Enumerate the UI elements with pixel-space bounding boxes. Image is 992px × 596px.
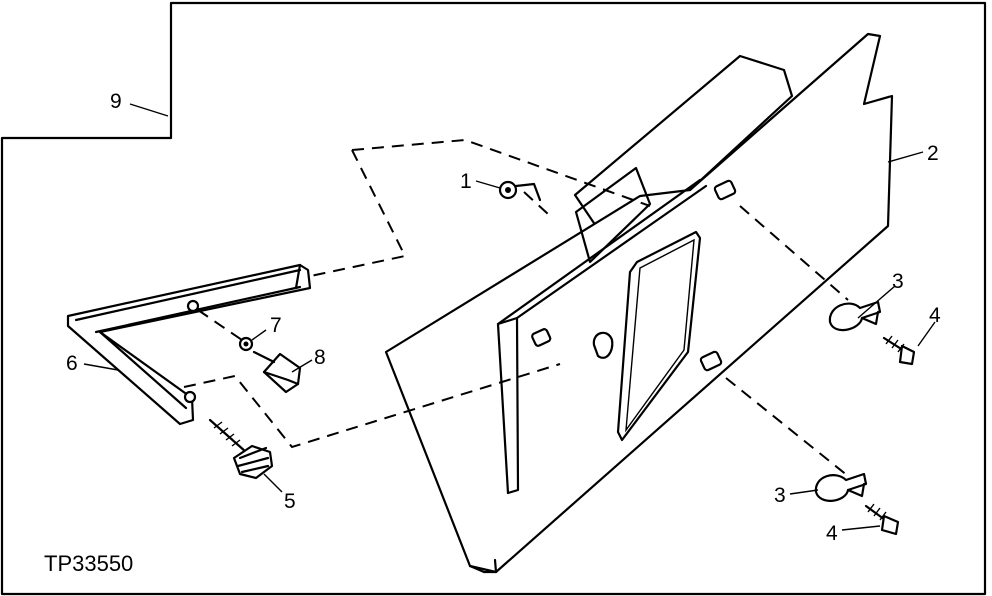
panel-stud-left bbox=[531, 328, 552, 347]
callout-1: 1 bbox=[460, 170, 472, 193]
figure-code: TP33550 bbox=[44, 551, 133, 576]
clip-item-3-lower bbox=[814, 472, 868, 502]
washer-item-7 bbox=[197, 309, 254, 352]
phantom-line-stud-upper bbox=[739, 205, 849, 301]
panel-stud-lower bbox=[699, 350, 723, 372]
callout-5: 5 bbox=[284, 490, 296, 513]
callout-4-lower: 4 bbox=[826, 522, 838, 545]
phantom-line-stud-lower bbox=[725, 377, 859, 485]
knob-item-5 bbox=[208, 418, 274, 480]
bolt-item-4-lower bbox=[864, 503, 900, 536]
phantom-outline-lower bbox=[183, 363, 561, 449]
callout-9: 9 bbox=[110, 90, 122, 113]
panel-window-inner bbox=[625, 238, 695, 433]
leader-lines bbox=[83, 103, 936, 531]
panel-window bbox=[616, 230, 702, 442]
bracket-item-6 bbox=[66, 263, 312, 426]
callout-8: 8 bbox=[314, 346, 326, 369]
callout-4-upper: 4 bbox=[929, 304, 941, 327]
panel-keyhole-slot bbox=[592, 331, 614, 359]
panel-stud-upper bbox=[713, 179, 737, 201]
phantom-line-item1 bbox=[523, 191, 549, 215]
nut-item-1 bbox=[498, 180, 542, 202]
callout-3-upper: 3 bbox=[892, 270, 904, 293]
panel-assembly bbox=[384, 32, 894, 574]
panel-bracket-slot bbox=[574, 166, 652, 264]
phantom-outline-upper bbox=[305, 138, 651, 278]
callout-6: 6 bbox=[66, 352, 78, 375]
panel-inner-fold-edge bbox=[496, 184, 708, 495]
panel-bottom-lip bbox=[468, 558, 498, 574]
callout-2: 2 bbox=[927, 142, 939, 165]
callout-7: 7 bbox=[270, 314, 282, 337]
callout-3-lower: 3 bbox=[774, 484, 786, 507]
bolt-item-4-upper bbox=[882, 335, 916, 366]
panel-front-sheet bbox=[384, 32, 894, 574]
bumper-item-8 bbox=[252, 350, 302, 394]
